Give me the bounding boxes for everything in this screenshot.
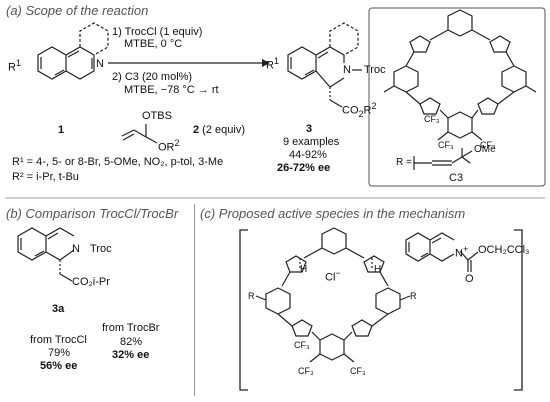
prod-r1-label: R1: [266, 56, 279, 72]
panel-c-cf3-c: CF₃: [350, 366, 366, 376]
catalyst-label: C3: [449, 172, 464, 184]
ee-range: 26-72% ee: [277, 162, 331, 174]
step2-conditions: MTBE, −78 °C → rt: [124, 84, 219, 96]
r-right-label: R: [410, 291, 417, 301]
step1-conditions: MTBE, 0 °C: [124, 38, 183, 50]
enol-otbs-label: OTBS: [142, 110, 172, 122]
r-left-label: R: [248, 291, 255, 301]
panel-divider: [194, 204, 195, 396]
trocbr-yield: 82%: [120, 336, 143, 348]
panel-b-header: (b) Comparison TrocCl/TrocBr: [6, 206, 179, 221]
panel-b-n-label: N: [72, 243, 80, 255]
panel-c-cf3-a: CF₃: [294, 340, 310, 350]
catalyst-cf3-c: CF₃: [480, 140, 496, 150]
r2-definition: R² = i-Pr, t-Bu: [12, 171, 79, 183]
examples-count: 9 examples: [283, 136, 340, 148]
panel-b-troc-label: Troc: [90, 243, 112, 255]
catalyst-r-definition: R =: [396, 157, 412, 168]
h-bond-h-left: H: [300, 264, 308, 275]
troc-ester-label: OCH₂CCl₃: [478, 244, 530, 256]
trocl-label: from TrocCl: [30, 334, 87, 346]
catalyst-cf3-a: CF₃: [424, 114, 440, 124]
r1-definition: R¹ = 4-, 5- or 8-Br, 5-OMe, NO₂, p-tol, …: [12, 156, 224, 168]
sm-compound-number: 1: [58, 124, 65, 136]
prod-troc-label: Troc: [364, 64, 386, 76]
yield-range: 44-92%: [289, 149, 327, 161]
isoquinolinium-n-label: N+: [455, 244, 469, 260]
step2-text: 2) C3 (20 mol%): [112, 71, 193, 83]
sm-n-label: N: [96, 58, 104, 70]
panel-b-compound-number: 3a: [52, 303, 65, 315]
panel-c-cf3-b: CF₃: [298, 366, 314, 376]
prod-ester-label: CO2R2: [342, 101, 377, 119]
trocbr-ee: 32% ee: [112, 349, 150, 361]
sm-r1-label: R1: [8, 58, 21, 74]
carbonyl-o-label: O: [465, 273, 474, 285]
enol-or2-label: OR2: [158, 138, 180, 154]
reagent2-label: 2 (2 equiv): [193, 124, 245, 136]
chloride-label: Cl−: [325, 268, 341, 284]
trocl-yield: 79%: [48, 347, 71, 359]
panel-a-header: (a) Scope of the reaction: [6, 3, 149, 18]
panel-c-header: (c) Proposed active species in the mecha…: [200, 206, 466, 221]
prod-n-label: N: [343, 64, 351, 76]
h-bond-h-right: H: [374, 264, 382, 275]
panel-b-ester-label: CO₂i-Pr: [72, 276, 110, 288]
prod-compound-number: 3: [306, 123, 313, 135]
catalyst-cf3-b: CF₃: [438, 140, 454, 150]
step1-text: 1) TrocCl (1 equiv): [112, 26, 203, 38]
trocl-ee: 56% ee: [40, 360, 78, 372]
catalyst-ome-label: OMe: [474, 144, 496, 155]
trocbr-label: from TrocBr: [102, 322, 160, 334]
